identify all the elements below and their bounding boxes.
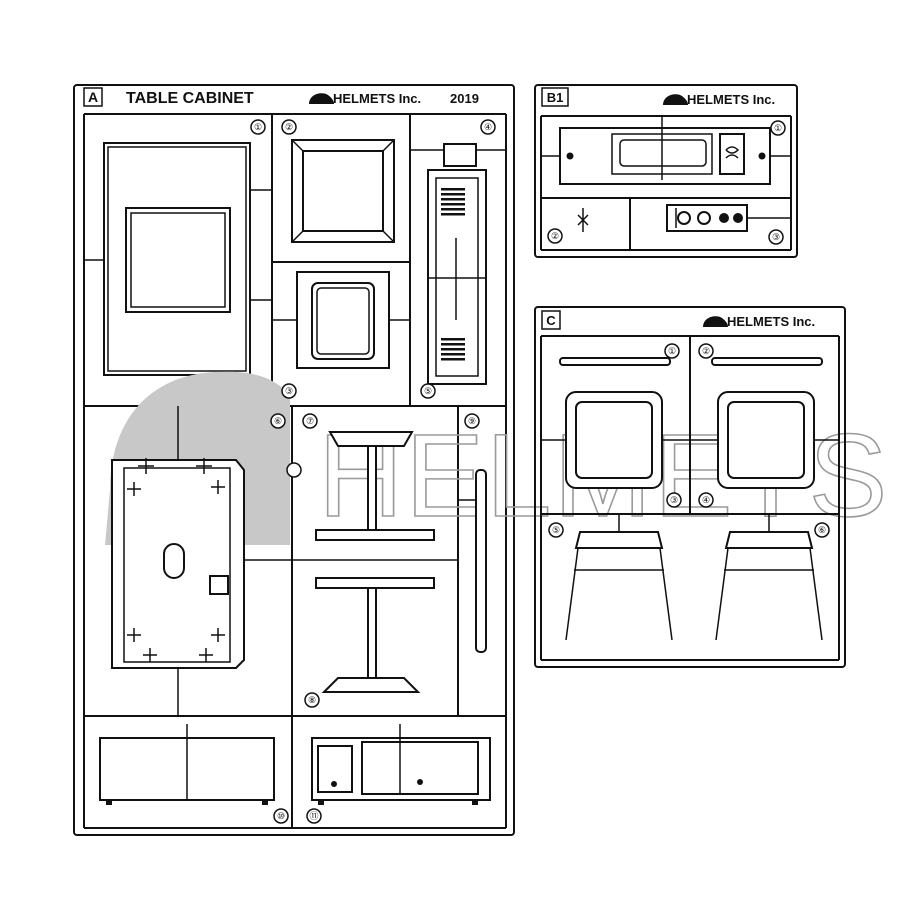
part-a4-a5-control-strip — [410, 143, 506, 385]
sheet-a-frame — [73, 84, 515, 836]
part-c6-stool-legs — [715, 514, 823, 641]
sheet-a: A TABLE CABINET HELMETS Inc. 2019 — [73, 84, 888, 836]
part-a2-screen-bezel — [291, 139, 395, 243]
part-number-label: ⑤ — [424, 386, 432, 396]
sheet-c-runners — [540, 335, 840, 661]
part-a6-cabinet-side — [111, 406, 292, 716]
sheet-c-frame — [534, 306, 846, 668]
sheet-b1-part-numbers: ① ② ③ — [547, 120, 786, 245]
part-a3-monitor-frame — [272, 271, 410, 369]
sheet-c-brand: HELMETS Inc. — [727, 314, 815, 329]
sheet-a-tag-box — [83, 87, 103, 107]
helmet-logo-icon — [309, 93, 334, 104]
part-number-label: ⑤ — [552, 525, 560, 535]
part-number-label: ⑪ — [309, 811, 318, 821]
part-number-label: ① — [668, 346, 676, 356]
part-b1-2-joystick — [577, 208, 589, 232]
part-number-label: ⑥ — [818, 525, 826, 535]
part-number-label: ③ — [285, 386, 293, 396]
part-a10-drawer — [99, 724, 275, 805]
sheet-b1-brand: HELMETS Inc. — [687, 92, 775, 107]
sheet-c-part-numbers: ① ② ③ ④ ⑤ ⑥ — [548, 343, 830, 538]
part-c4-seat — [690, 391, 839, 489]
part-number-label: ③ — [670, 495, 678, 505]
part-number-label: ① — [254, 122, 262, 132]
sprue-gate — [286, 462, 302, 478]
sheet-b1-frame — [534, 84, 798, 258]
part-number-label: ⑥ — [274, 416, 282, 426]
part-number-label: ② — [702, 346, 710, 356]
sheet-b1-tag: B1 — [547, 90, 564, 105]
part-number-label: ⑩ — [277, 811, 285, 821]
sheet-c-tag-box — [541, 310, 561, 330]
part-number-label: ③ — [772, 232, 780, 242]
part-number-label: ⑨ — [468, 416, 476, 426]
part-b1-1-control-deck — [541, 116, 791, 185]
helmet-logo-icon — [703, 316, 728, 327]
part-b1-3-buttons — [666, 204, 791, 232]
part-c1-c2-rails — [559, 357, 823, 366]
mount-pin-markers — [127, 458, 225, 662]
sheet-a-brand: HELMETS Inc. — [333, 91, 421, 106]
sheet-a-tag: A — [88, 89, 98, 105]
part-a7-a8-pedestal — [292, 431, 458, 693]
sheet-a-runners — [83, 113, 507, 829]
part-number-label: ④ — [702, 495, 710, 505]
sheet-c: C HELMETS Inc. — [534, 306, 846, 668]
part-number-label: ⑦ — [306, 416, 314, 426]
helmet-logo-icon — [663, 94, 688, 105]
part-a11-coin-base — [311, 724, 491, 805]
part-a1-back-panel — [84, 142, 272, 376]
part-number-label: ⑧ — [308, 695, 316, 705]
sheet-a-title: TABLE CABINET — [126, 90, 254, 107]
part-number-label: ② — [551, 231, 559, 241]
part-c3-seat — [541, 391, 690, 489]
sheet-b1: B1 HELMETS Inc. — [534, 84, 798, 258]
part-a9-rod — [458, 469, 487, 653]
part-number-label: ④ — [484, 122, 492, 132]
part-c5-stool-legs — [565, 514, 673, 641]
sheet-c-tag: C — [546, 313, 556, 328]
sheet-a-year: 2019 — [450, 91, 479, 106]
sheet-b1-runners — [540, 115, 792, 251]
sheet-a-part-numbers: ① ② ③ ④ ⑤ ⑥ ⑦ ⑧ ⑨ ⑩ ⑪ — [250, 119, 496, 824]
part-number-label: ① — [774, 123, 782, 133]
part-number-label: ② — [285, 122, 293, 132]
sheet-b1-tag-box — [541, 87, 569, 107]
